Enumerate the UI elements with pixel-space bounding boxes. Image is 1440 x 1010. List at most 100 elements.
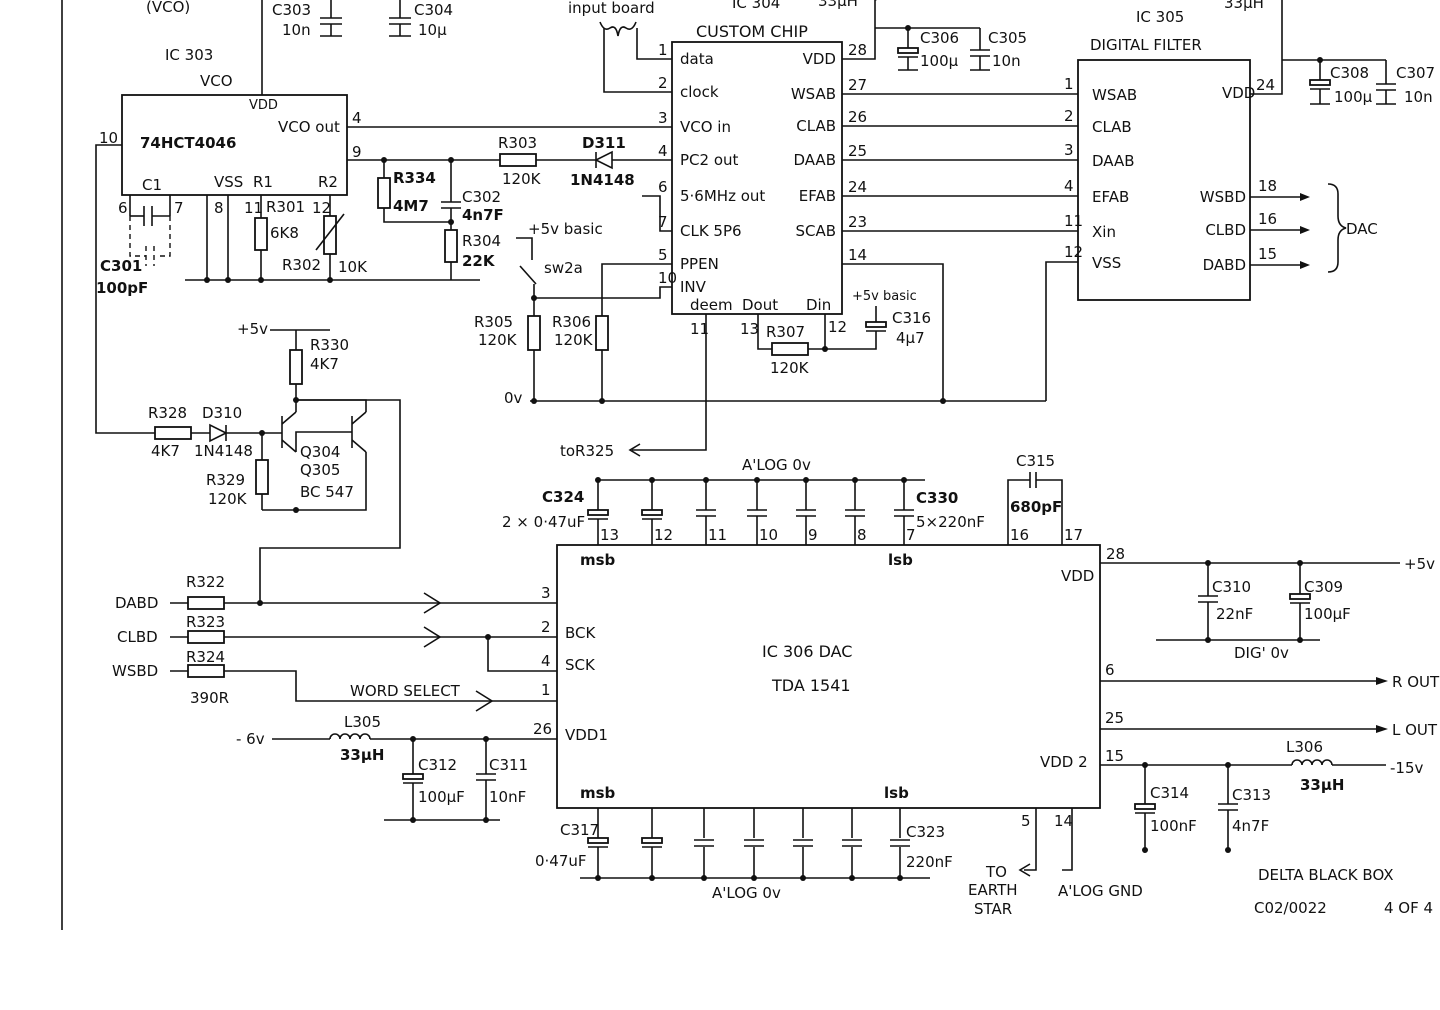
dac-pin6: 6 xyxy=(1105,661,1115,679)
c324-ref: C324 xyxy=(542,488,584,506)
sheet-number: 4 OF 4 xyxy=(1384,899,1433,917)
c315-ref: C315 xyxy=(1016,452,1055,470)
dac-pin4: 4 xyxy=(541,652,551,670)
wire-q305-collector xyxy=(296,399,367,412)
plus5-basic-label-2: +5v basic xyxy=(852,289,917,304)
ic304-pin-26-number: 26 xyxy=(848,108,867,126)
dac-pin5: 5 xyxy=(1021,812,1031,830)
ic304-deem: deem xyxy=(690,296,733,314)
vco-paren-label: (VCO) xyxy=(146,0,190,16)
c309-ref: C309 xyxy=(1304,578,1343,596)
ic304-pin-1-number: 1 xyxy=(658,41,668,59)
node-c309-gnd xyxy=(1297,637,1303,643)
ic304-pin-2-number: 2 xyxy=(658,74,668,92)
r329-ref: R329 xyxy=(206,471,245,489)
c317-value: 0·47uF xyxy=(535,852,587,870)
dac-top-decoupling-caps xyxy=(587,477,914,545)
r324-value: 390R xyxy=(190,689,229,707)
r329-resistor xyxy=(255,459,269,495)
alog0v-bot-label: A'LOG 0v xyxy=(712,884,781,902)
r305-ref: R305 xyxy=(474,313,513,331)
ic304-pin-26-name: CLAB xyxy=(796,117,836,135)
c301-ref: C301 xyxy=(100,257,142,275)
ic304-pin-10-name: INV xyxy=(680,278,707,296)
c315-wire-r xyxy=(1036,479,1063,545)
d310-value: 1N4148 xyxy=(194,442,253,460)
c330-ref: C330 xyxy=(916,489,958,507)
r323-resistor xyxy=(187,630,225,644)
c309-plate-1 xyxy=(1289,593,1311,600)
dac-sck: SCK xyxy=(565,656,596,674)
ic304-pin-5-name: PPEN xyxy=(680,255,719,273)
zero-v-label: 0v xyxy=(504,389,523,407)
ic303-pin10: 10 xyxy=(99,129,118,147)
node-gnd-b xyxy=(225,277,231,283)
r307-ref: R307 xyxy=(766,323,805,341)
l305-value: 33μH xyxy=(340,746,384,764)
wire-sck xyxy=(487,637,557,672)
ic304-din: Din xyxy=(806,296,831,314)
dac-top-pin-13: 13 xyxy=(600,526,619,544)
arrow-clbd xyxy=(1300,226,1310,234)
arrow-earth-star xyxy=(1018,863,1031,877)
ic304-pin-28-name: VDD xyxy=(803,50,836,68)
c309-value: 100μF xyxy=(1304,605,1351,623)
node-0v-c xyxy=(940,398,946,404)
c1-dashed-right xyxy=(156,216,171,257)
word-select-label: WORD SELECT xyxy=(350,682,461,700)
c304-value: 10μ xyxy=(418,21,447,39)
r305-value: 120K xyxy=(478,331,518,349)
r328-resistor xyxy=(154,426,192,440)
ic303-ref: IC 303 xyxy=(165,46,213,64)
ic303-pin9: 9 xyxy=(352,143,362,161)
c312-plate-1 xyxy=(402,773,424,780)
top-cap-plate-electrolytic xyxy=(641,509,663,516)
r302-resistor xyxy=(323,215,337,255)
input-board-brace xyxy=(599,21,637,37)
dac-top-pin-8: 8 xyxy=(857,526,867,544)
q305-label: Q305 xyxy=(300,461,340,479)
dig0v-label: DIG' 0v xyxy=(1234,644,1289,662)
ic303-pin11: 11 xyxy=(244,199,263,217)
c307-ref: C307 xyxy=(1396,64,1435,82)
ic305-pin-3-number: 3 xyxy=(1064,141,1074,159)
dac-brace xyxy=(1327,183,1347,273)
ic306-lsb-top: lsb xyxy=(888,551,913,569)
dac-label: DAC xyxy=(1346,220,1378,238)
c313-value: 4n7F xyxy=(1232,817,1269,835)
minus15-label: -15v xyxy=(1390,759,1423,777)
wsbd-label: WSBD xyxy=(112,662,158,680)
l306-ref: L306 xyxy=(1286,738,1323,756)
l305-ref: L305 xyxy=(344,713,381,731)
ic303-vss: VSS xyxy=(214,173,243,191)
inductor-top-label-2: 33μH xyxy=(1224,0,1264,12)
ic303-pin7: 7 xyxy=(174,199,184,217)
wire-5p6-clk xyxy=(642,195,672,232)
r303-resistor xyxy=(499,153,537,167)
c306-ref: C306 xyxy=(920,29,959,47)
q304-emitter xyxy=(281,439,297,453)
c301-value: 100pF xyxy=(96,279,148,297)
r-out-label: R OUT xyxy=(1392,673,1440,691)
ic306-lsb-bot: lsb xyxy=(884,784,909,802)
wire-pin10 xyxy=(95,144,155,434)
node-c310-gnd xyxy=(1205,637,1211,643)
ic304-pin-25-name: DAAB xyxy=(793,151,836,169)
c314-ref: C314 xyxy=(1150,784,1189,802)
ic305-box xyxy=(1077,59,1251,301)
dac-vdd1: VDD1 xyxy=(565,726,608,744)
ic304-pin12: 12 xyxy=(828,318,847,336)
wire-ic305-vdd xyxy=(1250,0,1283,95)
sw2a-label: sw2a xyxy=(544,259,583,277)
c316-wire-2 xyxy=(825,331,877,350)
c312-ref: C312 xyxy=(418,756,457,774)
to-earth-label-2: EARTH xyxy=(968,881,1018,899)
dac-top-pin-9: 9 xyxy=(808,526,818,544)
r328-ref: R328 xyxy=(148,404,187,422)
ic304-pin-10-number: 10 xyxy=(658,269,677,287)
node-gnd-a xyxy=(204,277,210,283)
ic305-pin-16-name: CLBD xyxy=(1205,221,1246,239)
ic305-pin-15-number: 15 xyxy=(1258,245,1277,263)
c311-value: 10nF xyxy=(489,788,526,806)
ic304-pin-3-number: 3 xyxy=(658,109,668,127)
